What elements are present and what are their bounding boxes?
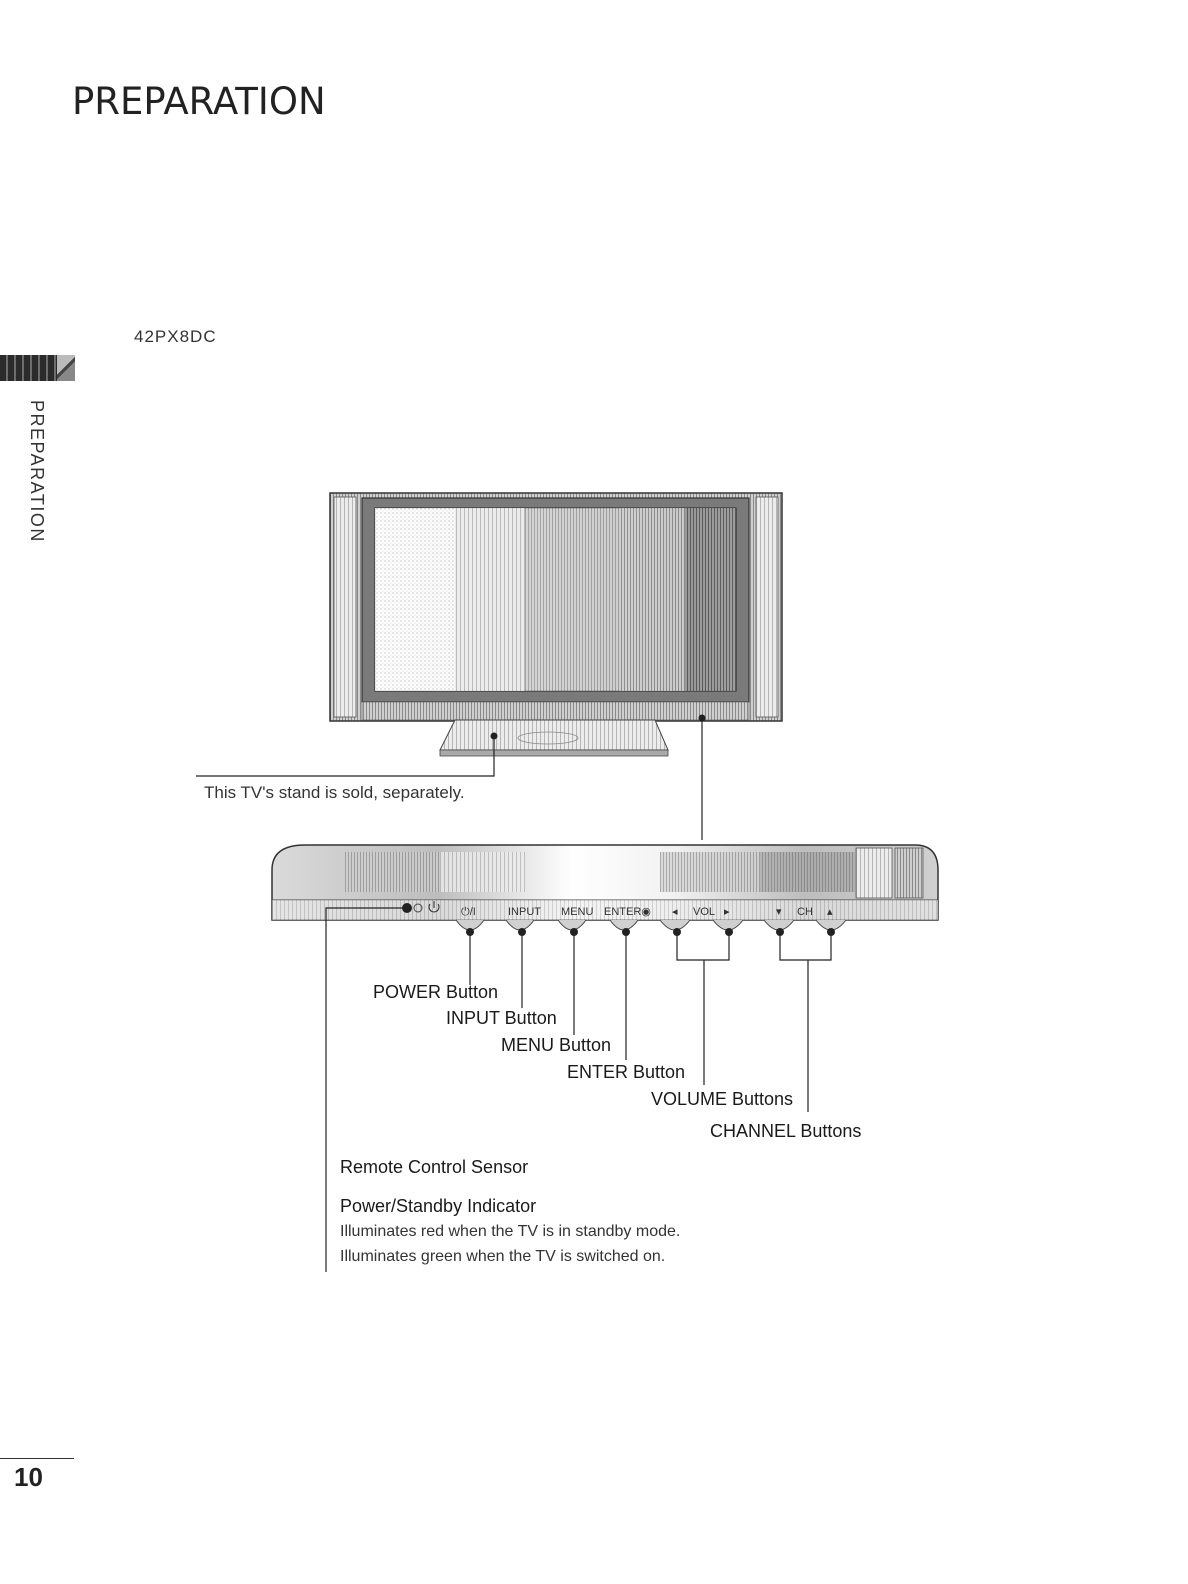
side-tab-label: PREPARATION: [27, 400, 47, 543]
panel-label-ch-up: ▴: [827, 906, 833, 918]
panel-label-ch: CH: [797, 906, 813, 918]
callout-menu-button: MENU Button: [501, 1035, 612, 1055]
panel-label-enter: ENTER◉: [604, 906, 651, 918]
power-icon: [428, 901, 440, 913]
callout-power-indicator: Power/Standby Indicator: [340, 1196, 537, 1216]
page-number: 10: [14, 1462, 43, 1492]
panel-label-ch-down: ▾: [776, 906, 782, 918]
tv-front-view: [329, 492, 783, 757]
indicator-red-text: Illuminates red when the TV is in standb…: [340, 1223, 681, 1240]
model-label: 42PX8DC: [134, 327, 217, 346]
callout-channel-buttons: CHANNEL Buttons: [710, 1121, 862, 1141]
page-title: PREPARATION: [72, 80, 326, 123]
side-tab-marker: [0, 355, 75, 381]
page-number-rule: [0, 1458, 74, 1459]
callout-volume-buttons: VOLUME Buttons: [651, 1089, 794, 1109]
panel-label-menu: MENU: [561, 906, 593, 918]
callout-remote-sensor: Remote Control Sensor: [340, 1157, 529, 1177]
panel-label-vol: VOL: [693, 906, 715, 918]
control-panel-zoom: [271, 844, 939, 936]
callout-enter-button: ENTER Button: [567, 1062, 686, 1082]
stand-note: This TV's stand is sold, separately.: [204, 783, 465, 802]
panel-label-input: INPUT: [508, 906, 541, 918]
indicator-green-text: Illuminates green when the TV is switche…: [340, 1248, 666, 1265]
callout-input-button: INPUT Button: [446, 1008, 557, 1028]
panel-label-vol-left: ◂: [672, 906, 678, 918]
callout-power-button: POWER Button: [373, 982, 499, 1002]
panel-label-power: ⏻/I: [461, 906, 476, 918]
panel-label-vol-right: ▸: [724, 906, 730, 918]
